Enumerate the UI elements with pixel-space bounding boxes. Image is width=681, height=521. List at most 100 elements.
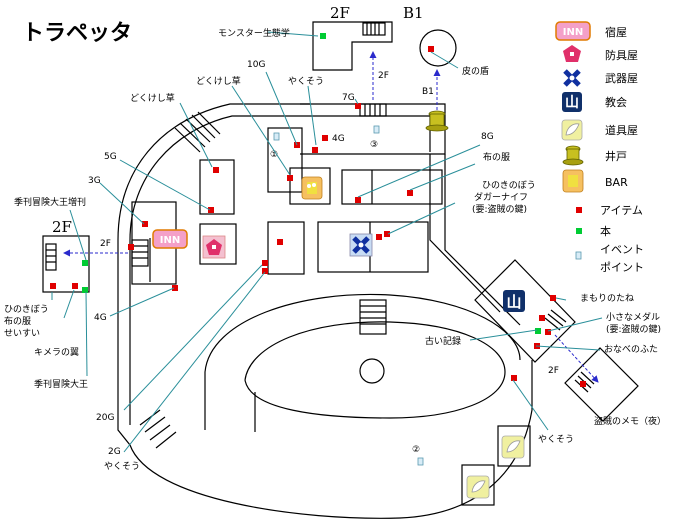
item-shop-icon xyxy=(466,475,490,499)
label-old-record: 古い記録 xyxy=(425,335,461,347)
legend-book-marker xyxy=(576,228,582,234)
label-yakusou-top: やくそう xyxy=(288,76,324,87)
legend-weapon-icon xyxy=(563,69,581,87)
event-marker xyxy=(273,132,280,141)
label-20g: 20G xyxy=(96,413,114,423)
buildings xyxy=(131,127,639,422)
legend-well-label: 井戸 xyxy=(605,149,627,163)
building-central xyxy=(341,169,443,205)
legend-item-shop-icon xyxy=(561,119,583,141)
item-marker xyxy=(322,135,328,141)
legend-bar-icon xyxy=(562,169,584,193)
label-nunofuku: 布の服 xyxy=(483,151,510,163)
label-small-medal: 小さなメダル xyxy=(606,311,660,323)
item-marker xyxy=(72,283,78,289)
item-marker xyxy=(128,244,134,250)
floor-arrows: 2F B1 2F 2F xyxy=(63,51,599,383)
label-4g: 4G xyxy=(332,134,345,144)
annex-2f xyxy=(564,347,639,422)
label-seisui-left: せいすい xyxy=(4,328,40,339)
legend-church-icon: 山 xyxy=(562,92,582,112)
weapon-building xyxy=(317,221,429,273)
item-markers xyxy=(128,103,586,387)
inn-icon-text: INN xyxy=(160,235,180,246)
book-marker xyxy=(320,33,326,39)
label-7g: 7G xyxy=(342,93,355,103)
arrow-label-2f-right: 2F xyxy=(548,366,559,376)
inn-icon: INN xyxy=(152,229,188,249)
label-kikan: 季刊冒険大王 xyxy=(34,378,88,390)
building-small xyxy=(267,221,305,275)
item-marker xyxy=(142,221,148,227)
church-building xyxy=(474,259,576,363)
label-medal-req: (要:盗賊の鍵) xyxy=(606,323,661,335)
event-marker xyxy=(417,457,424,466)
legend-event-label: イベント xyxy=(600,243,644,256)
book-marker xyxy=(535,328,541,334)
armor-icon xyxy=(202,235,226,259)
legend-inn-label: 宿屋 xyxy=(605,25,627,39)
arrow-label-2f-left: 2F xyxy=(100,239,111,249)
legend-armor-label: 防具屋 xyxy=(605,48,638,62)
label-thief-memo: 盗賊のメモ（夜） xyxy=(594,415,666,427)
building-nw xyxy=(199,159,235,215)
label-8g: 8G xyxy=(481,132,494,142)
item-marker xyxy=(277,239,283,245)
item-marker xyxy=(213,167,219,173)
label-nunofuku-left: 布の服 xyxy=(4,315,31,327)
weapon-icon xyxy=(349,233,373,257)
label-10g: 10G xyxy=(247,60,265,70)
map-icons: INN 山 xyxy=(152,110,525,499)
floor-2f-left: 2F xyxy=(42,218,90,293)
event-number-2: ② xyxy=(412,445,420,455)
label-chimera: キメラの翼 xyxy=(34,347,79,358)
legend-item-label: アイテム xyxy=(600,204,643,217)
label-onabe: おなべのふた xyxy=(604,344,658,355)
floor-2f-top: 2F xyxy=(312,4,393,71)
label-yakusou-bottom-left: やくそう xyxy=(104,461,140,472)
event-points: ① ② ③ xyxy=(270,125,424,466)
item-marker xyxy=(355,197,361,203)
label-hide-shield: 皮の盾 xyxy=(462,65,489,77)
item-marker xyxy=(384,231,390,237)
label-yakusou-bottom: やくそう xyxy=(538,434,574,445)
svg-text:INN: INN xyxy=(563,27,583,38)
label-dokukeshi-2: どくけし草 xyxy=(130,92,175,104)
label-2g: 2G xyxy=(108,447,121,457)
bar-icon xyxy=(301,176,323,200)
item-marker xyxy=(262,260,268,266)
map-labels: モンスター生態学 皮の盾 10G やくそう 7G 4G どくけし草 どくけし草 … xyxy=(4,27,666,472)
book-marker xyxy=(82,287,88,293)
item-marker xyxy=(428,46,434,52)
item-marker xyxy=(172,285,178,291)
event-number-3: ③ xyxy=(370,140,378,150)
book-marker xyxy=(82,260,88,266)
item-marker xyxy=(287,175,293,181)
item-marker xyxy=(407,190,413,196)
item-marker xyxy=(262,268,268,274)
item-marker xyxy=(376,234,382,240)
item-shop-icon xyxy=(501,435,525,459)
floor-label-b1: B1 xyxy=(403,4,424,22)
item-marker xyxy=(511,375,517,381)
floor-label-2f: 2F xyxy=(330,4,350,22)
label-mamori: まもりのたね xyxy=(580,293,634,304)
label-hinokibou-left: ひのきぼう xyxy=(4,304,49,315)
label-dagger-req: (要:盗賊の鍵) xyxy=(472,203,527,215)
label-5g: 5G xyxy=(104,152,117,162)
legend-book-label: 本 xyxy=(600,224,611,238)
legend: INN 宿屋 防具屋 武器屋 山 教会 道具屋 井戸 xyxy=(555,21,644,274)
item-marker xyxy=(539,315,545,321)
legend-bar-label: BAR xyxy=(605,176,628,189)
item-marker xyxy=(580,381,586,387)
map-title: トラペッタ xyxy=(22,21,132,46)
legend-well-icon xyxy=(562,145,584,166)
arrow-label-2f: 2F xyxy=(378,71,389,81)
event-number-1: ① xyxy=(270,150,278,160)
item-marker xyxy=(50,283,56,289)
legend-church-label: 教会 xyxy=(605,96,627,109)
item-marker xyxy=(355,103,361,109)
label-dokukeshi-1: どくけし草 xyxy=(196,75,241,87)
event-marker xyxy=(373,125,380,134)
